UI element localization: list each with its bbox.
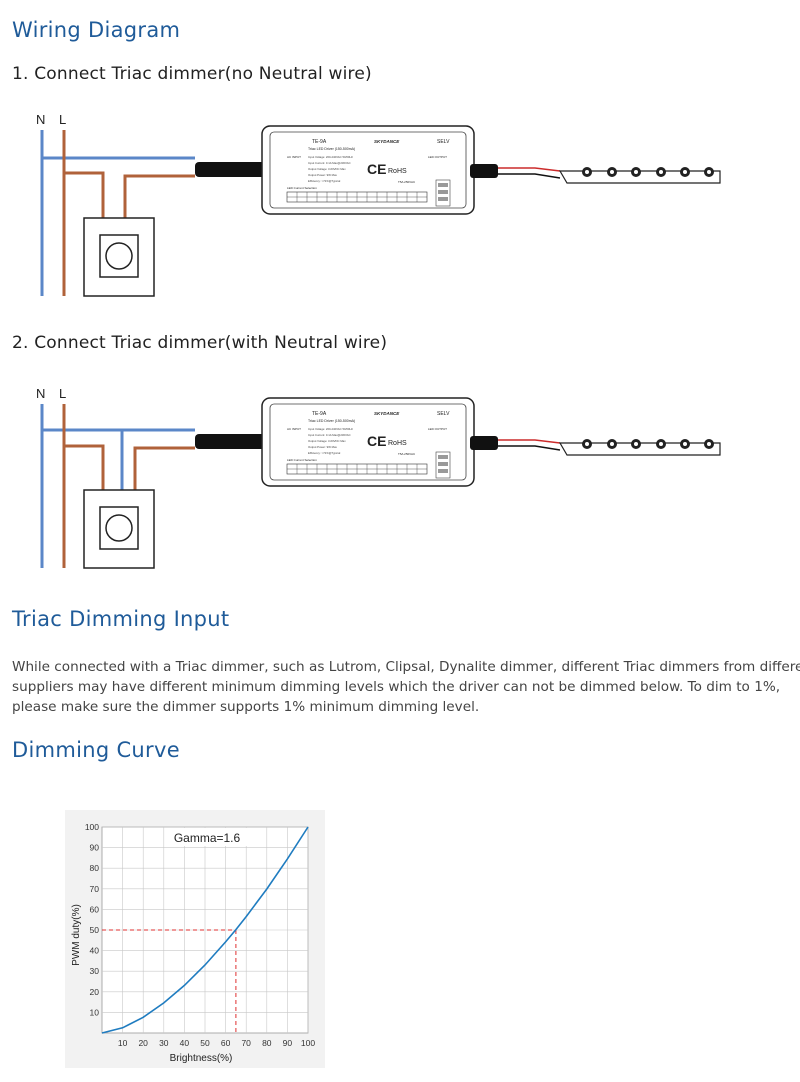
live-wire <box>62 130 195 296</box>
spec-4: Output Power: 9W Max <box>308 173 338 177</box>
triac-paragraph: While connected with a Triac dimmer, suc… <box>12 657 800 717</box>
x-axis-label: Brightness(%) <box>170 1053 233 1064</box>
x-tick-label: 50 <box>200 1038 210 1048</box>
led-strip <box>558 167 721 184</box>
chart-guides <box>102 929 237 1033</box>
spec-2-4: Output Power: 9W Max <box>308 445 338 449</box>
spec-2-1: Input Voltage: 200-240VAC 50/60Hz <box>308 427 353 431</box>
driver-output: LED OUTPUT <box>428 155 447 159</box>
step2-title: 2. Connect Triac dimmer(with Neutral wir… <box>12 333 388 353</box>
n-label-2: N <box>36 386 45 401</box>
y-tick-label: 70 <box>90 884 100 894</box>
led-driver: TE-9A SKYDANCE SELV Triac LED Driver (15… <box>261 125 475 215</box>
n-label: N <box>36 112 45 127</box>
rating: T5A 250VAC <box>398 180 416 184</box>
plot-area <box>101 826 309 1034</box>
spec-2-5: Efficiency: >72%@Typical <box>308 451 341 455</box>
input-cable <box>195 162 267 177</box>
spec-2-2: Input Current: 0.1A Max@230VAC <box>308 433 351 437</box>
spec-2-3: Output Voltage: 3-60VDC Max <box>308 439 346 443</box>
x-tick-label: 80 <box>262 1038 272 1048</box>
driver-model-2: TE-9A <box>312 411 327 417</box>
driver-product-2: Triac LED Driver (150-500mA) <box>308 419 355 423</box>
x-tick-label: 60 <box>221 1038 231 1048</box>
x-tick-label: 100 <box>301 1038 315 1048</box>
paragraph-line-1: While connected with a Triac dimmer, suc… <box>12 659 800 675</box>
driver-selv: SELV <box>437 139 450 145</box>
chart-grid <box>101 826 309 1034</box>
chart-ticks: 10 20 30 40 50 60 70 80 90 100 10 20 30 40 50 60 70 80 90 1… <box>85 822 316 1048</box>
rating-2: T5A 250VAC <box>398 452 416 456</box>
output-leads-2 <box>498 439 561 451</box>
ce-mark-2: CE <box>367 433 386 449</box>
driver-selv-2: SELV <box>437 411 450 417</box>
spec-5: Efficiency: >72%@Typical <box>308 179 341 183</box>
y-tick-label: 80 <box>90 863 100 873</box>
driver-input-2: AC INPUT <box>287 427 301 431</box>
chart-title: Gamma=1.6 <box>174 831 241 845</box>
y-tick-label: 40 <box>90 946 100 956</box>
x-tick-label: 40 <box>180 1038 190 1048</box>
triac-dimming-title: Triac Dimming Input <box>12 607 230 631</box>
x-tick-label: 90 <box>283 1038 293 1048</box>
paragraph-line-3: please make sure the dimmer supports 1% … <box>12 699 480 715</box>
y-tick-label: 100 <box>85 822 99 832</box>
dimmer-switch <box>83 217 155 297</box>
spec-1: Input Voltage: 200-240VAC 50/60Hz <box>308 155 353 159</box>
x-tick-label: 20 <box>138 1038 148 1048</box>
y-tick-label: 10 <box>90 1007 100 1017</box>
led-strip-2 <box>558 439 721 456</box>
led-driver-2: TE-9A SKYDANCE SELV Triac LED Driver (15… <box>261 397 475 487</box>
spec-3: Output Voltage: 3-60VDC Max <box>308 167 346 171</box>
neutral-wire-2 <box>40 404 195 568</box>
gamma-curve <box>101 826 309 1034</box>
step1-title: 1. Connect Triac dimmer(no Neutral wire) <box>12 64 372 84</box>
dimming-curve-title: Dimming Curve <box>12 738 180 762</box>
x-tick-label: 30 <box>159 1038 169 1048</box>
x-tick-label: 10 <box>118 1038 128 1048</box>
chart-title-box <box>166 828 248 846</box>
y-tick-label: 50 <box>90 925 100 935</box>
output-cable-2 <box>470 436 498 450</box>
y-axis-label: PWM duty(%) <box>71 904 82 966</box>
y-tick-label: 20 <box>90 987 100 997</box>
driver-product: Triac LED Driver (150-500mA) <box>308 147 355 151</box>
dimmer-switch-2 <box>83 489 155 569</box>
neutral-wire <box>40 130 195 296</box>
l-label: L <box>59 112 66 127</box>
paragraph-line-2: suppliers may have different minimum dim… <box>12 679 781 695</box>
driver-brand: SKYDANCE <box>374 139 400 144</box>
current-selection: LED Current Selection <box>287 186 317 190</box>
diagram-2: N L TE-9A SKYDANCE SELV Triac LED Driver… <box>36 386 721 569</box>
diagram-1: N L TE-9A SKYDANCE SELV Triac LED Dri <box>36 112 721 297</box>
y-tick-label: 30 <box>90 966 100 976</box>
ce-mark: CE <box>367 161 386 177</box>
output-leads <box>498 167 561 179</box>
input-cable-2 <box>195 434 267 449</box>
live-wire-2 <box>62 404 195 568</box>
driver-brand-2: SKYDANCE <box>374 411 400 416</box>
y-tick-label: 60 <box>90 904 100 914</box>
x-tick-label: 70 <box>241 1038 251 1048</box>
y-tick-label: 90 <box>90 843 100 853</box>
rohs-mark-2: RoHS <box>388 440 407 447</box>
driver-input: AC INPUT <box>287 155 301 159</box>
l-label-2: L <box>59 386 66 401</box>
driver-model: TE-9A <box>312 139 327 145</box>
output-cable <box>470 164 498 178</box>
rohs-mark: RoHS <box>388 168 407 175</box>
current-selection-2: LED Current Selection <box>287 458 317 462</box>
driver-output-2: LED OUTPUT <box>428 427 447 431</box>
spec-2: Input Current: 0.1A Max@230VAC <box>308 161 351 165</box>
chart-background <box>65 810 325 1068</box>
wiring-diagram-title: Wiring Diagram <box>12 18 181 42</box>
